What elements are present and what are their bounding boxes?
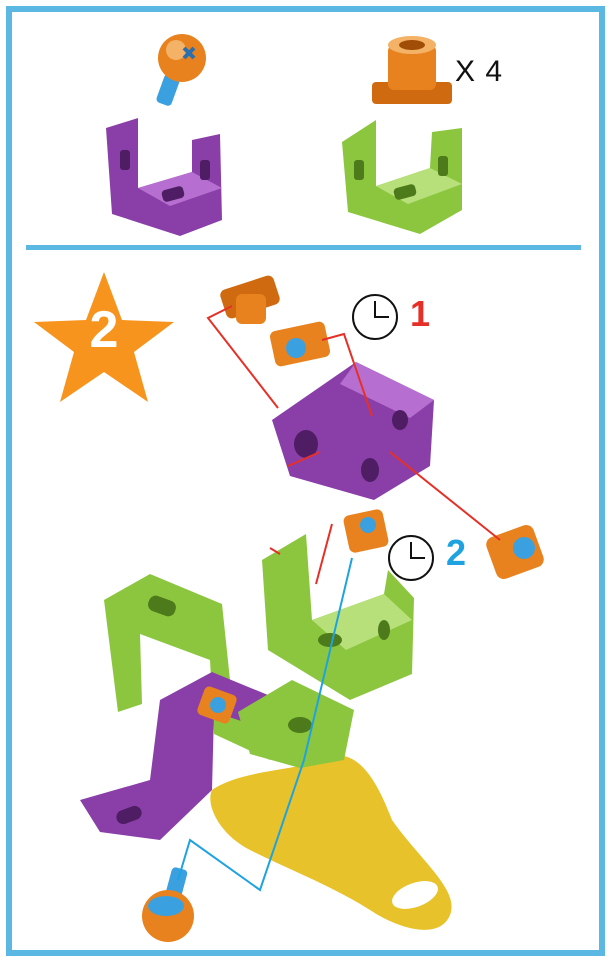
sub-step-1-label: 1 <box>410 293 430 335</box>
quantity-label: X 4 <box>455 55 503 89</box>
green-bracket-icon <box>342 120 462 234</box>
step-number: 2 <box>64 300 144 360</box>
screw-icon <box>155 34 206 107</box>
nut-icon <box>372 36 452 104</box>
clock-icon <box>389 536 433 580</box>
nut-part <box>484 523 546 581</box>
purple-bracket-icon <box>106 118 222 236</box>
clock-icon <box>353 295 397 339</box>
sub-step-2-label: 2 <box>446 532 466 574</box>
nut-part <box>342 508 389 553</box>
nut-part <box>219 274 282 324</box>
screw-part <box>142 867 194 942</box>
nut-part <box>269 321 331 368</box>
